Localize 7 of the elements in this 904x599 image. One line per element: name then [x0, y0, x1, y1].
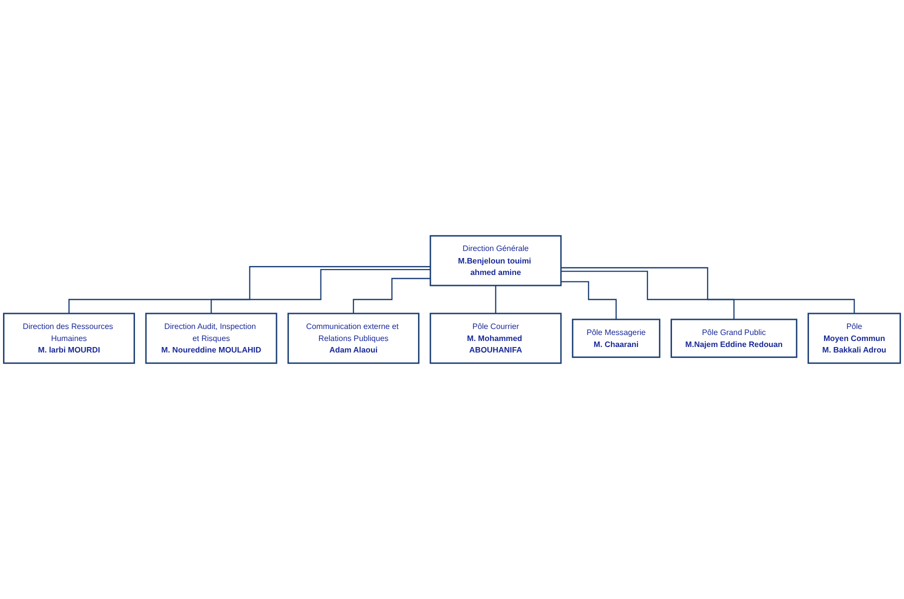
connector: [210, 269, 430, 314]
connector: [560, 270, 735, 320]
connector: [495, 284, 496, 314]
connector: [352, 278, 430, 314]
connector: [68, 266, 430, 314]
connector: [560, 267, 855, 314]
connector: [560, 281, 617, 320]
